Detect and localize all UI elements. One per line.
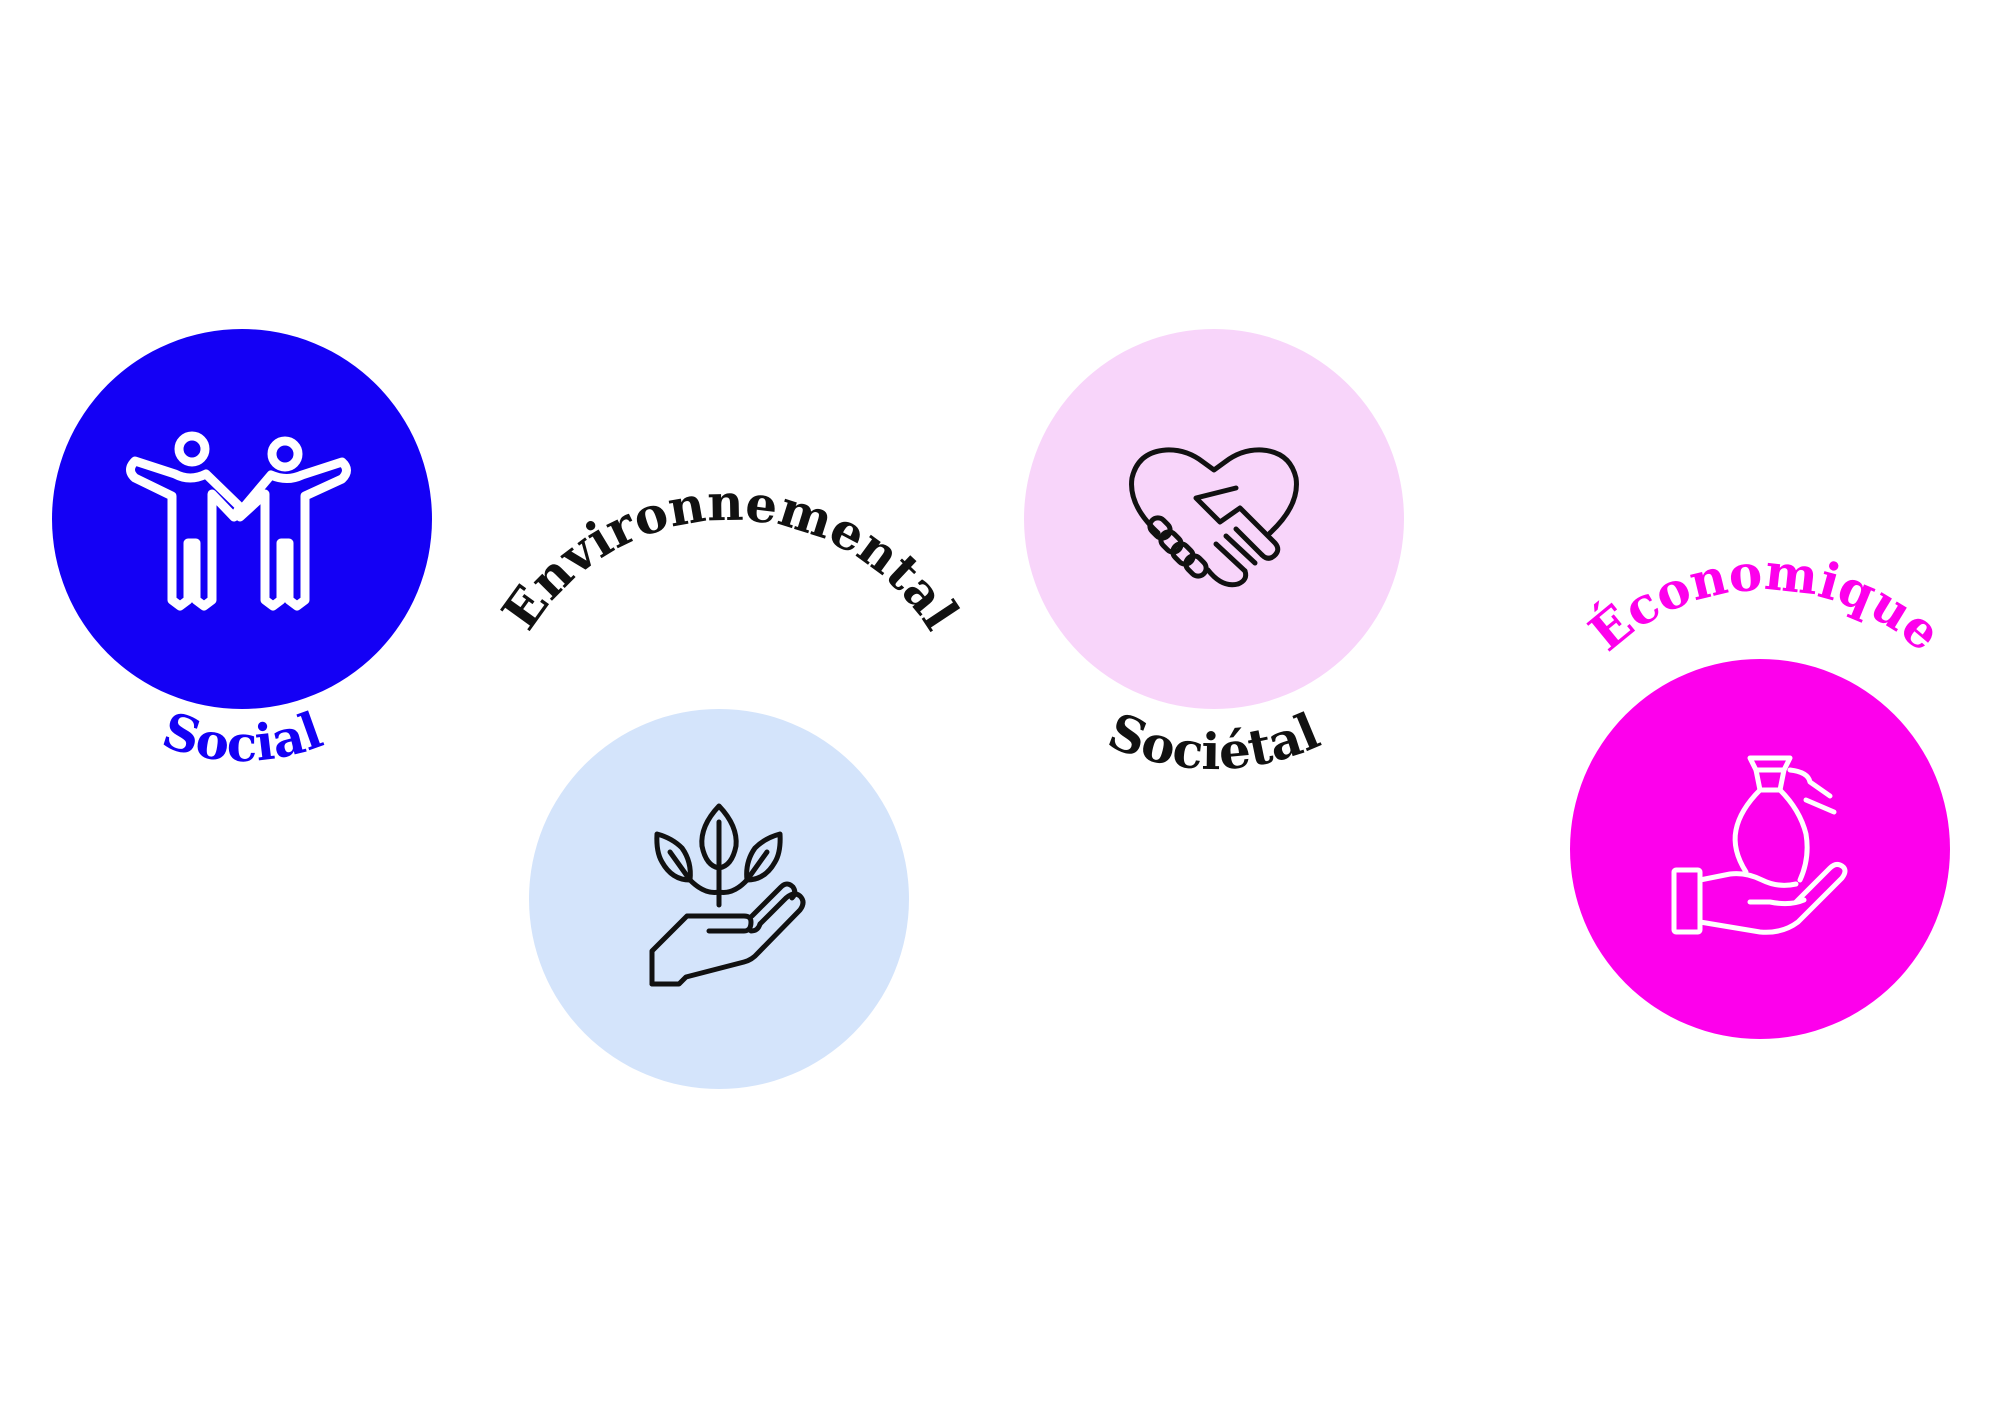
economique-circle [1570,659,1950,1039]
pillar-economique: Économique [1570,542,1952,1039]
pillar-social: Social [52,329,432,773]
environnemental-label: Environnemental [490,473,970,640]
pillar-environnemental: Environnemental [490,473,970,1089]
two-people-holding-hands-icon [126,431,351,611]
social-label: Social [156,700,330,773]
hand-holding-money-bag-icon [1671,755,1848,935]
economique-label: Économique [1578,542,1953,663]
handshake-heart-icon [1129,447,1299,588]
hand-holding-plant-icon [649,803,806,987]
societal-label: Sociétal [1101,701,1328,781]
pillar-societal: Sociétal [1024,329,1404,781]
